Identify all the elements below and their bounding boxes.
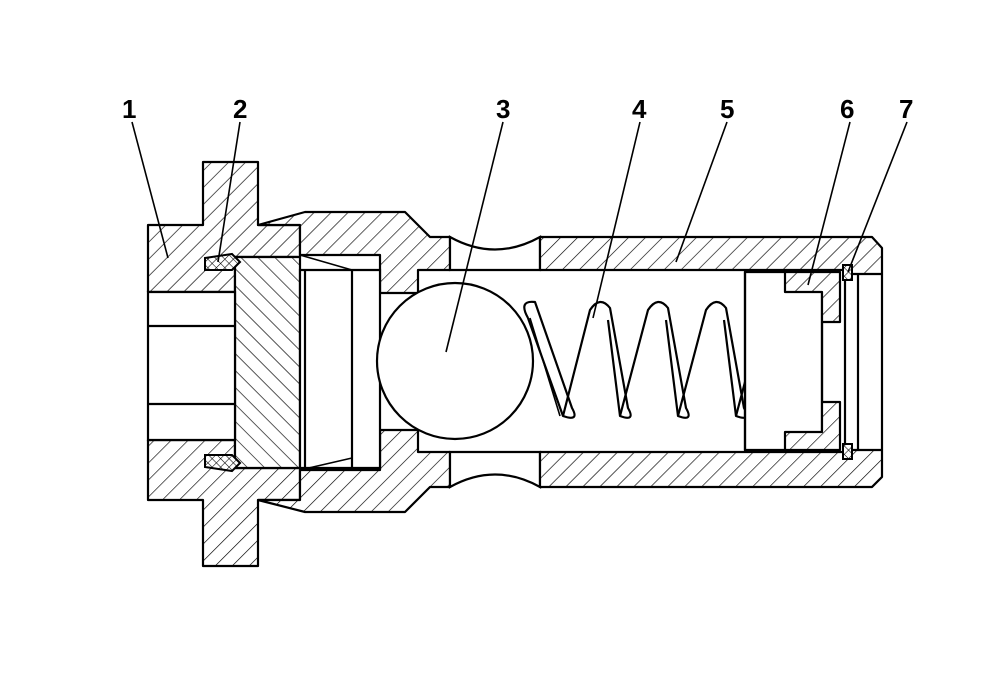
callout-3: 3 <box>496 94 510 124</box>
callout-4: 4 <box>632 94 647 124</box>
seal-ring-part-2 <box>204 252 242 473</box>
end-ring-part-7 <box>842 264 853 460</box>
housing-left-section <box>256 210 452 514</box>
retainer-part-6 <box>743 270 842 452</box>
callout-7: 7 <box>899 94 913 124</box>
callout-5: 5 <box>720 94 734 124</box>
ball-part-3 <box>375 281 535 441</box>
housing-part-5 <box>448 235 884 489</box>
callout-6: 6 <box>840 94 854 124</box>
fitting-part-1 <box>146 160 302 568</box>
callout-1: 1 <box>122 94 136 124</box>
leader-lines <box>131 121 908 353</box>
callout-2: 2 <box>233 94 247 124</box>
